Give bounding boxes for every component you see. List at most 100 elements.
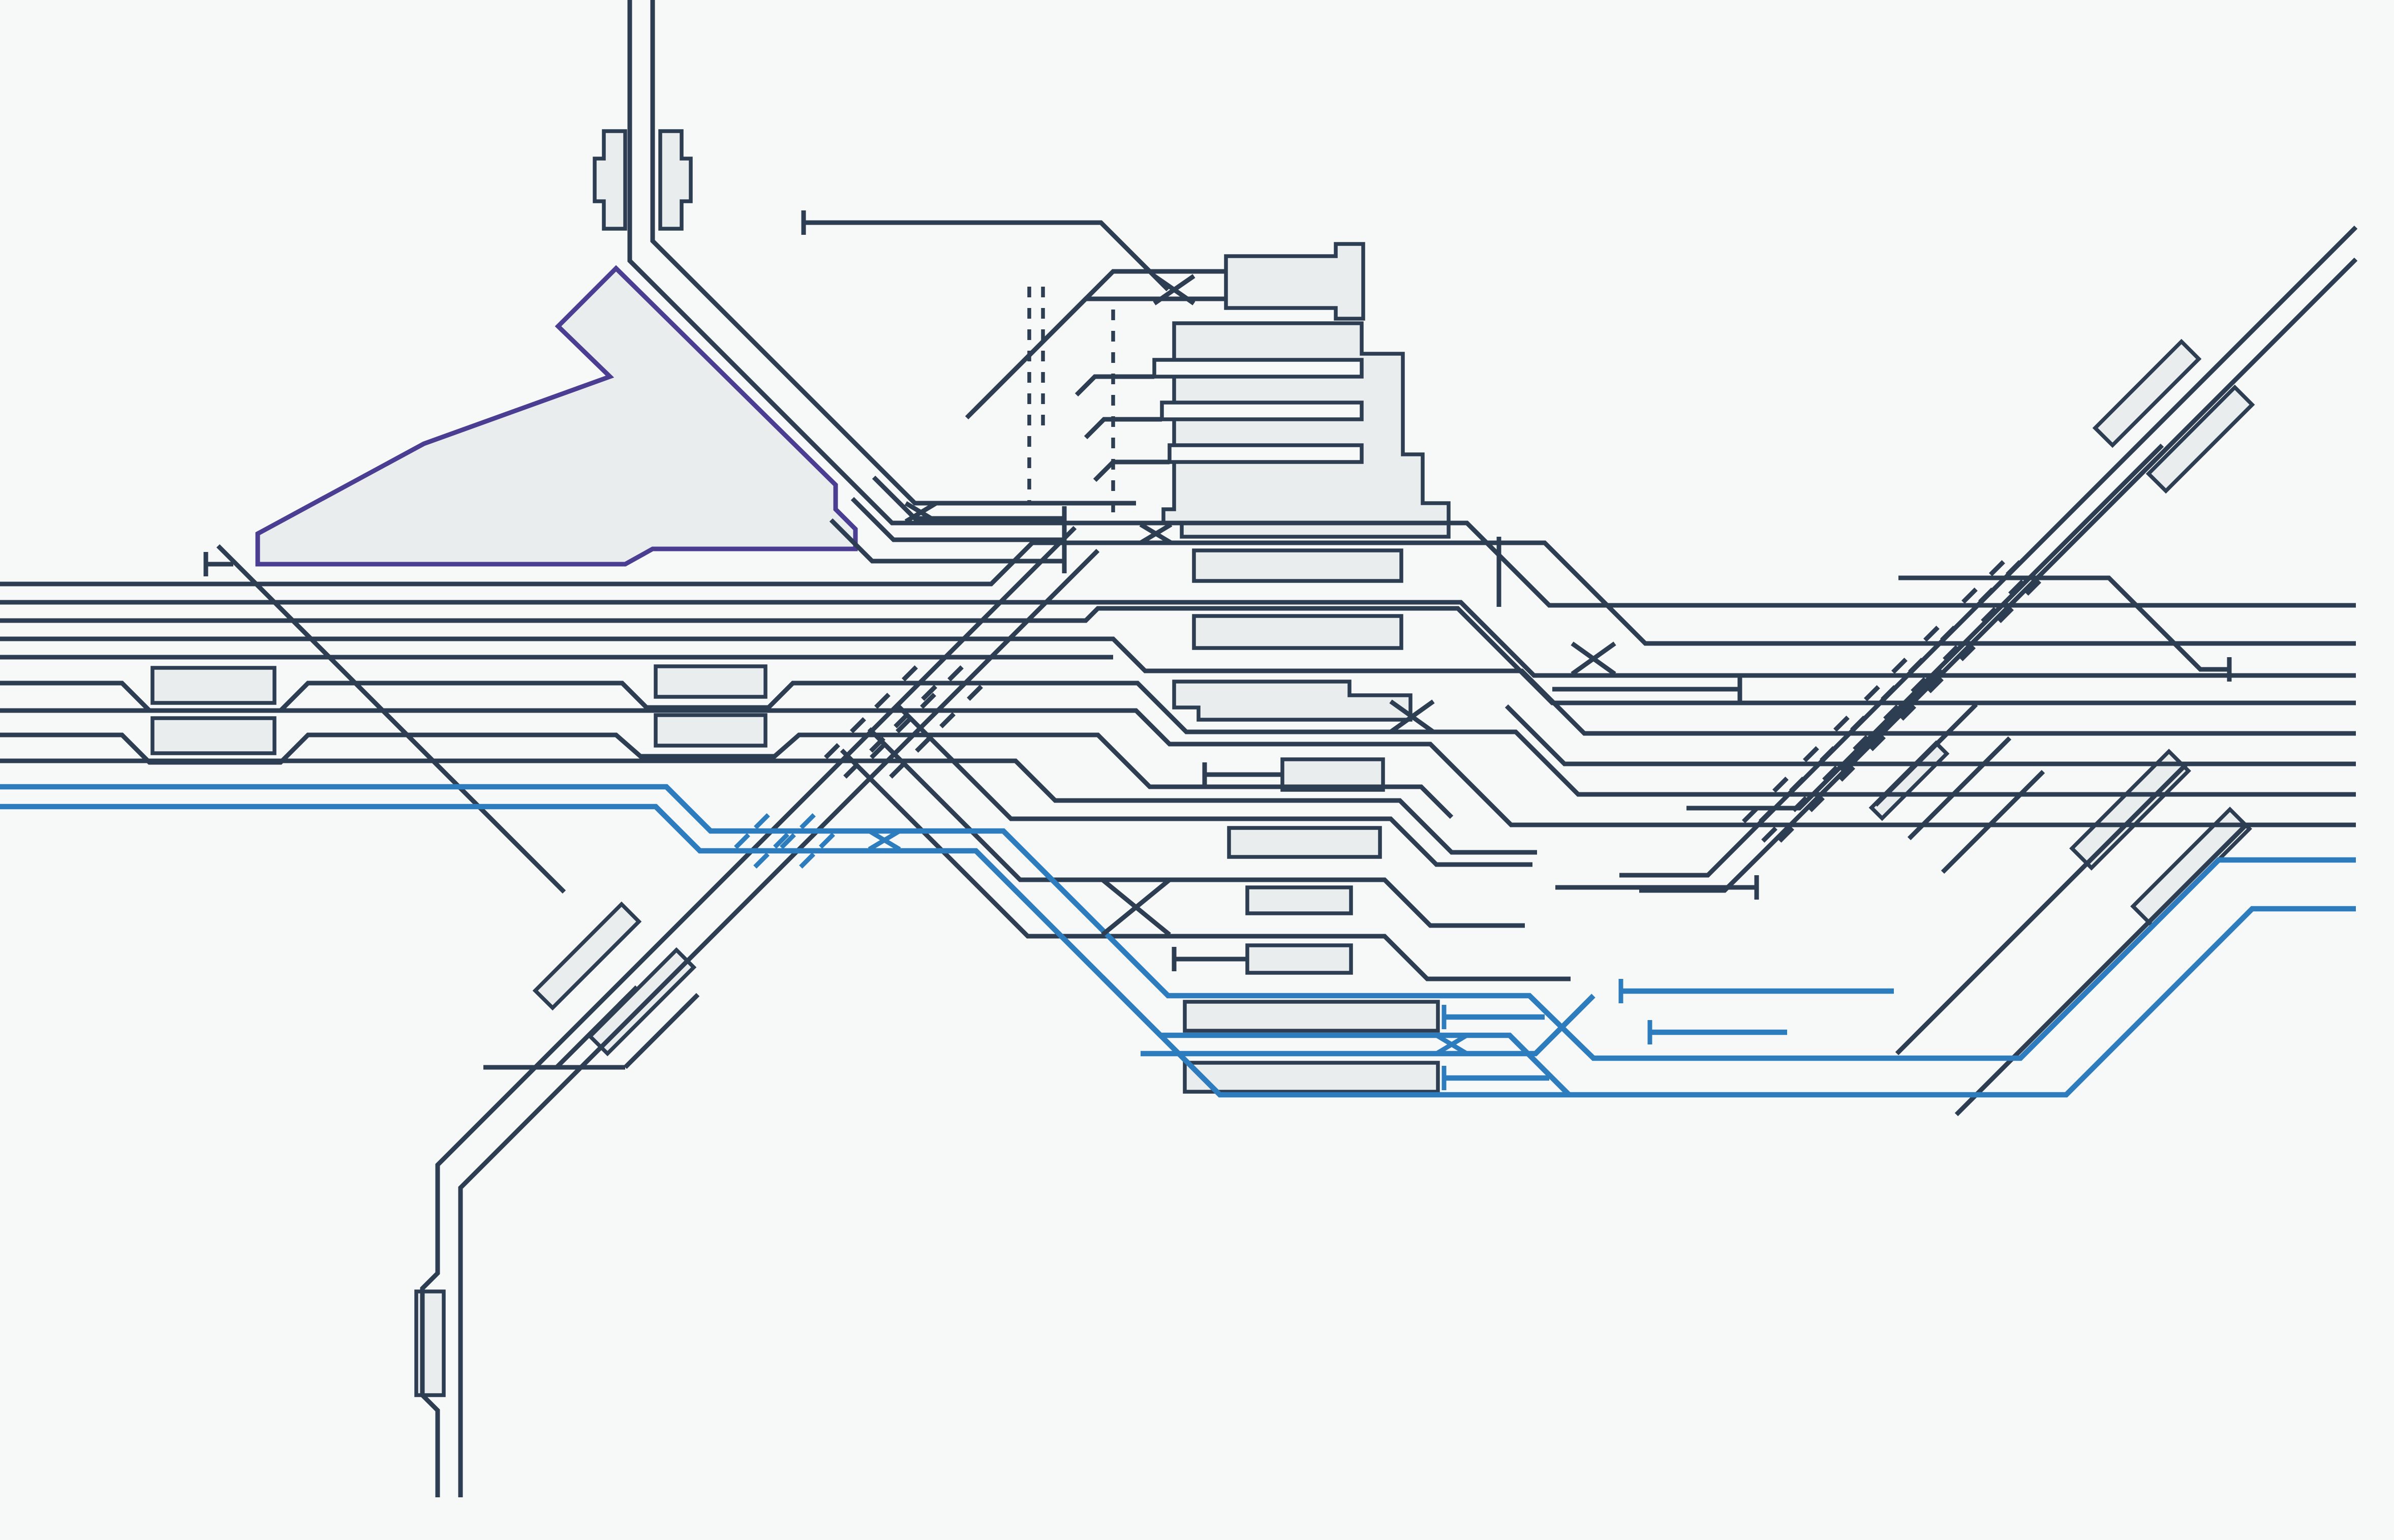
crossover [1571,641,1616,676]
buffer-stop [618,985,639,1006]
bridge-tick [1789,777,1825,812]
track-blue [0,784,2356,1061]
southwest-corridor-track [458,548,1100,1497]
siding-track [872,475,1064,521]
track [0,636,2356,736]
bridge-tick [1803,746,1838,782]
bridge-tick [1772,777,1808,812]
bridge-tick [1923,626,1959,661]
bridge-tick [1742,807,1777,843]
diagonal-platform [587,947,697,1057]
bay-platform [1224,242,1365,321]
crossover [1139,522,1173,545]
bridge-tick-blue [754,813,789,849]
island-platform [1227,826,1382,859]
track [0,708,2356,827]
diagonal-platform [2069,749,2191,871]
bay-feed-track [1075,374,1154,397]
crossover [1101,878,1171,937]
diagonal-platform [532,901,642,1011]
bridge-tick [920,693,956,728]
crossover-blue [1435,1033,1468,1056]
corridor-branch-track [1686,443,2164,811]
terminal-platform [1183,1061,1440,1094]
southwest-corridor-track [420,526,1077,1497]
yard-stub-track [1840,669,1945,774]
bridge-tick-blue [734,833,770,869]
bridge-tick [896,717,931,753]
bridge-tick [1850,716,1886,751]
siding-track [804,220,1170,292]
crossover-blue [868,829,901,851]
bridge-tick [902,665,937,701]
yard-stub-track [1874,702,1978,807]
bridge-tick [1759,807,1794,843]
loop-track [895,702,1532,867]
track [650,0,1136,506]
bay-track-slot [1168,443,1364,464]
mid-platform [654,713,768,748]
side-platform [658,129,693,231]
siding-track [850,497,1064,542]
bridge-tick [1833,716,1869,751]
track [0,600,2356,678]
bridge-tick [1864,685,1899,721]
terminal-building-mass [1161,321,1451,539]
yard-track [555,994,630,1069]
bridge-tick [947,665,983,701]
side-platform [593,129,627,231]
bridge-tick-blue [780,833,815,869]
bridge-tick [1881,685,1916,721]
track [0,758,1537,855]
branch-track [1895,762,2189,1056]
bridge-tick [874,693,910,728]
bridge-tick [2006,560,2041,596]
track-blue [1100,975,1571,1097]
track-blue [1141,994,1595,1057]
bridge-tick-blue [800,813,835,849]
bay-track-slot [1152,358,1364,379]
track-blue [0,804,2356,1098]
diagonal-platform [2145,384,2255,494]
island-platform [1245,943,1353,975]
track [1505,704,2356,766]
west-platform [150,666,277,705]
bridge-tick [870,743,905,779]
west-platform [150,716,277,755]
bridge-tick [1891,658,1927,693]
island-platform [1245,885,1353,915]
northeast-corridor-track [1619,225,2358,878]
track [627,0,2356,608]
loop-track [840,748,1571,981]
yard-stub-track [1941,769,2045,874]
northeast-corridor-track [1639,257,2358,893]
island-platform [1280,757,1385,792]
mid-platform [654,664,768,699]
island-platform [1192,548,1403,583]
track [0,606,2356,705]
branch-track [1954,823,2248,1117]
bridge-tick [1961,588,1997,623]
crossover [1153,274,1195,305]
bay-feed-track [1093,459,1170,482]
bridge-tick [1989,560,2024,596]
yard-platform [1868,740,1950,821]
bridge-tick [1908,658,1944,693]
island-platform [1172,680,1413,722]
yard-track [623,1001,691,1069]
crossover [904,501,938,523]
crossover [1389,699,1435,734]
island-platform [1192,614,1403,650]
bridge-tick [1978,588,2014,623]
siding-track [829,518,1064,564]
buffer-stop [679,993,700,1014]
diagonal-platform [2092,338,2202,448]
station-building [255,265,858,567]
bay-track-slot [1160,401,1364,421]
bridge-tick [824,743,860,779]
bay-feed-track [1084,417,1162,440]
bridge-tick [850,717,885,753]
track [0,540,2356,646]
